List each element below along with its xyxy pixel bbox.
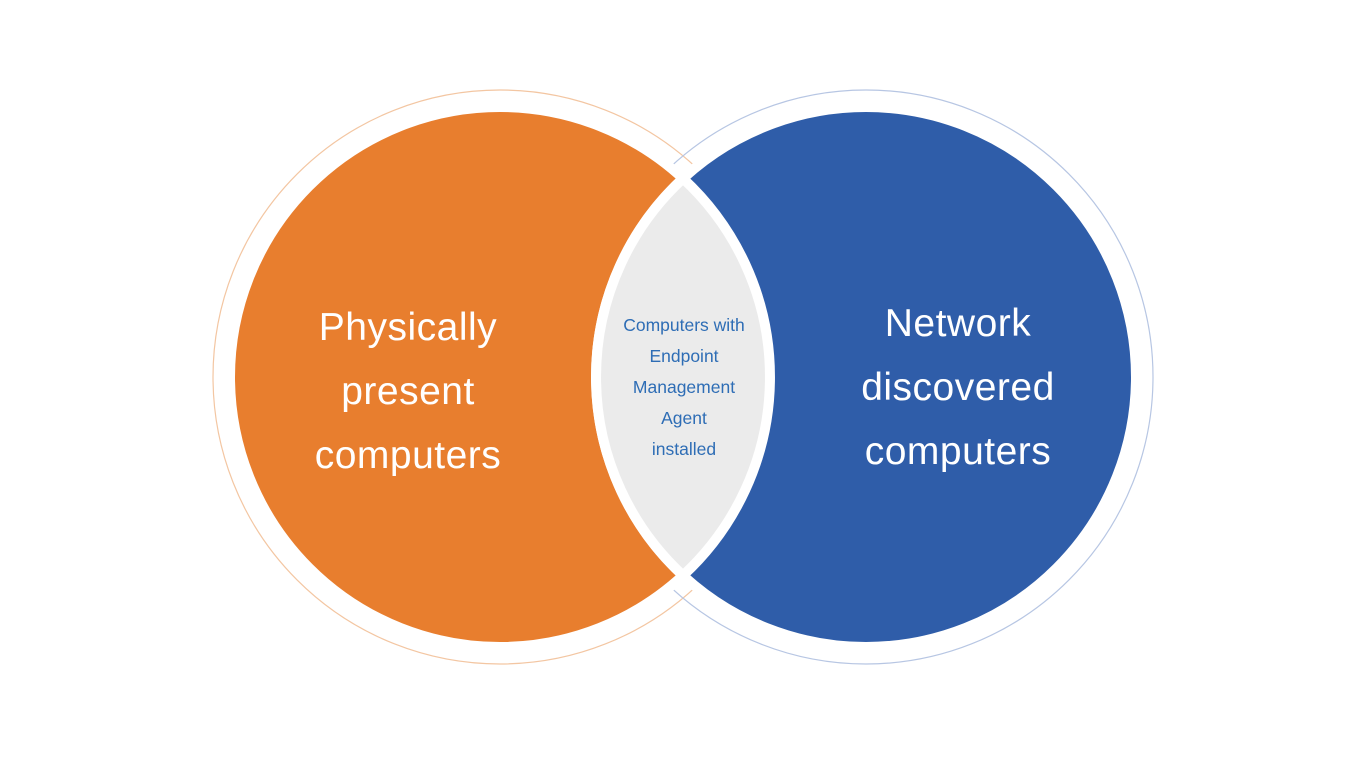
intersection-lens — [591, 173, 775, 581]
